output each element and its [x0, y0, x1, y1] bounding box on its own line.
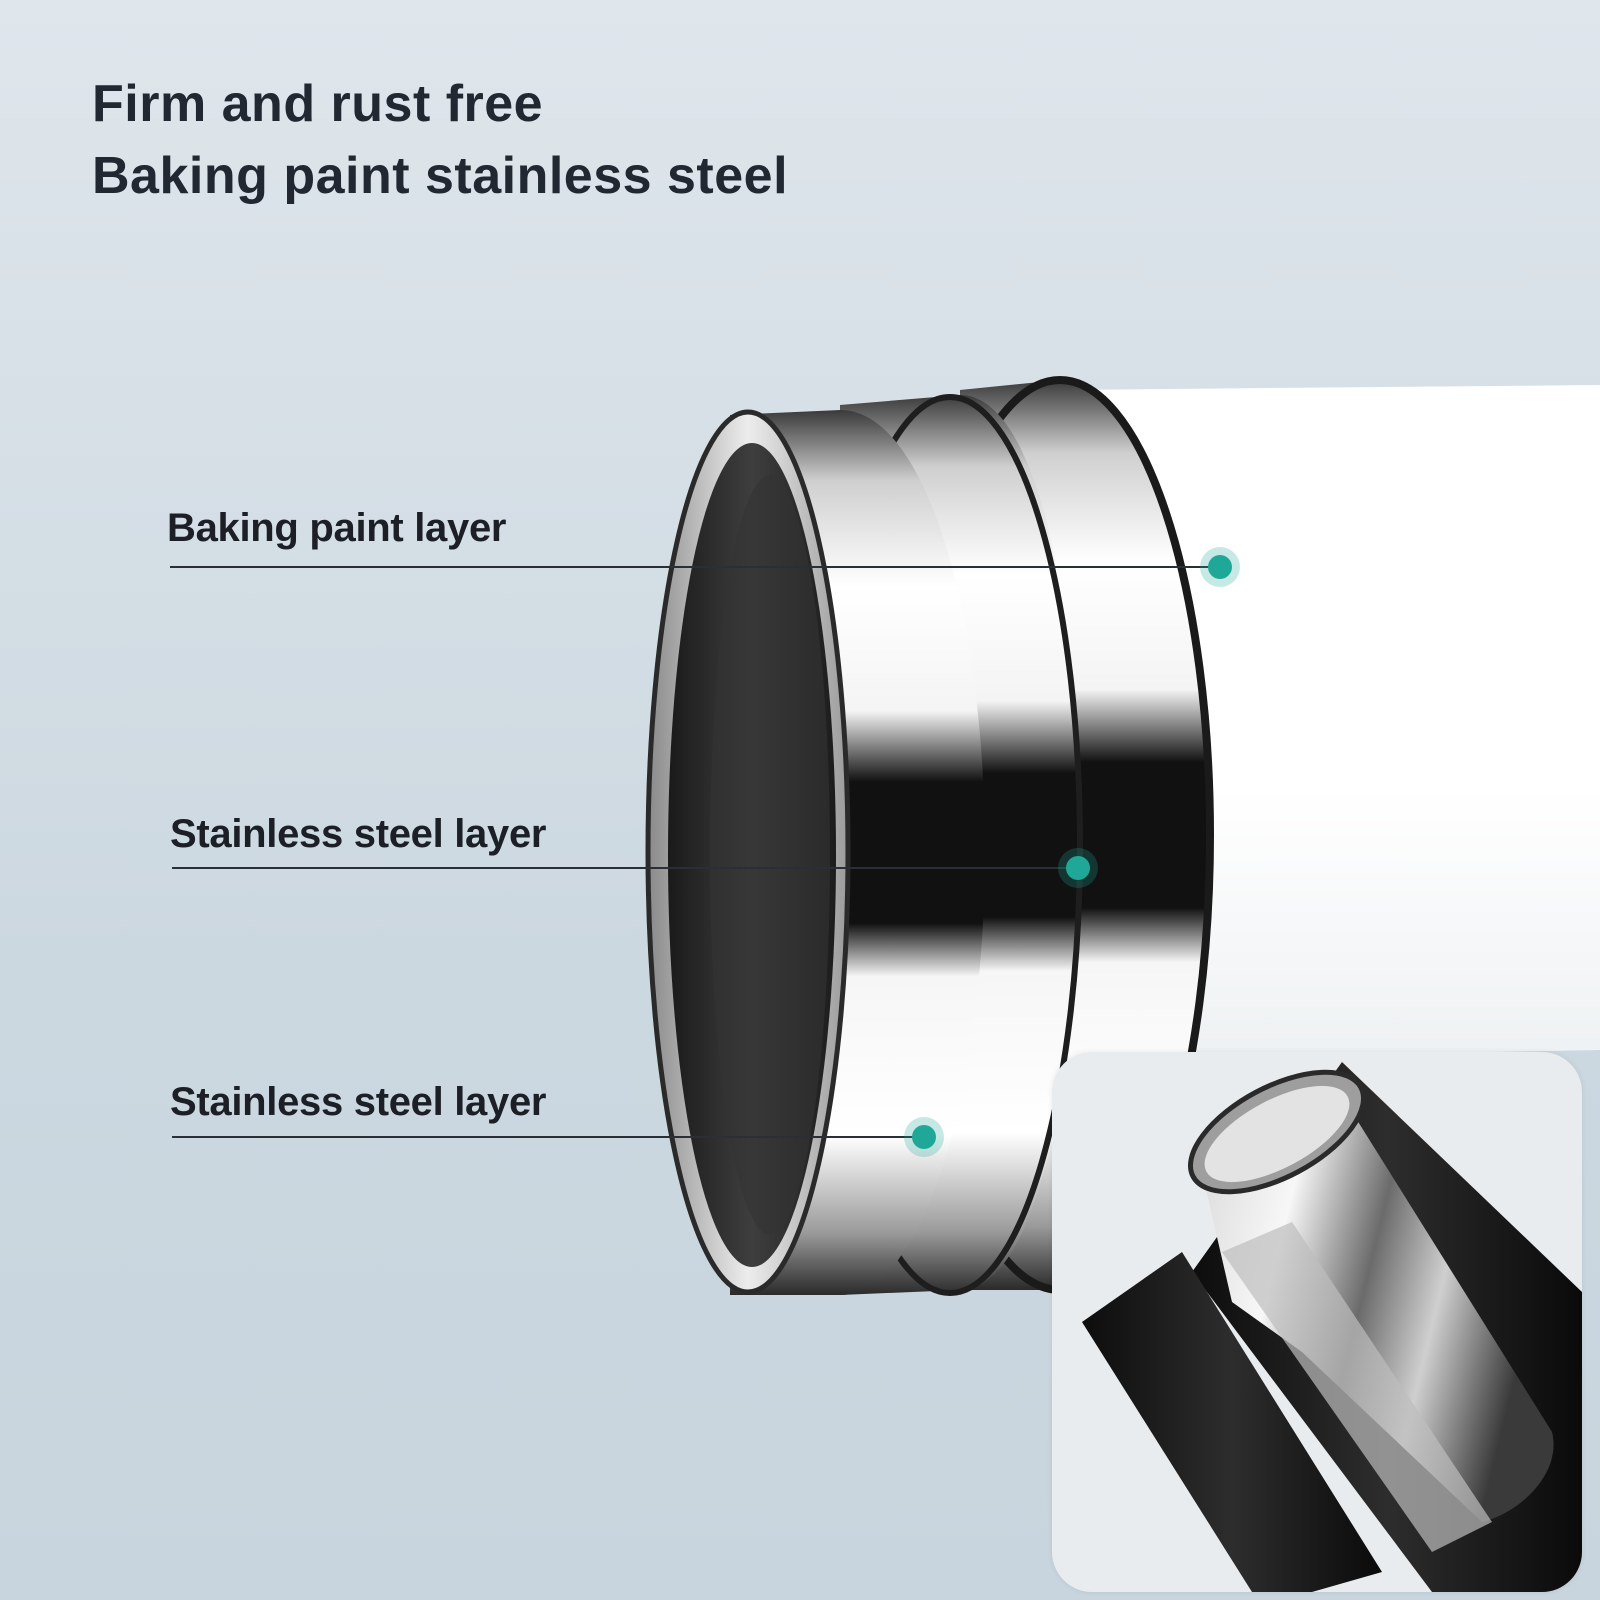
- marker-baking-paint: [1200, 547, 1240, 587]
- marker-stainless-1: [1058, 848, 1098, 888]
- pipe-closeup-illustration: [1082, 1062, 1582, 1592]
- headline-line-2: Baking paint stainless steel: [92, 147, 789, 205]
- headline-line-1: Firm and rust free: [92, 75, 544, 133]
- callout-label-baking-paint: Baking paint layer: [167, 506, 507, 550]
- inset-closeup-panel: [1052, 1052, 1582, 1592]
- marker-stainless-2: [904, 1117, 944, 1157]
- callout-label-stainless-1: Stainless steel layer: [170, 812, 547, 856]
- callout-label-stainless-2: Stainless steel layer: [170, 1080, 547, 1124]
